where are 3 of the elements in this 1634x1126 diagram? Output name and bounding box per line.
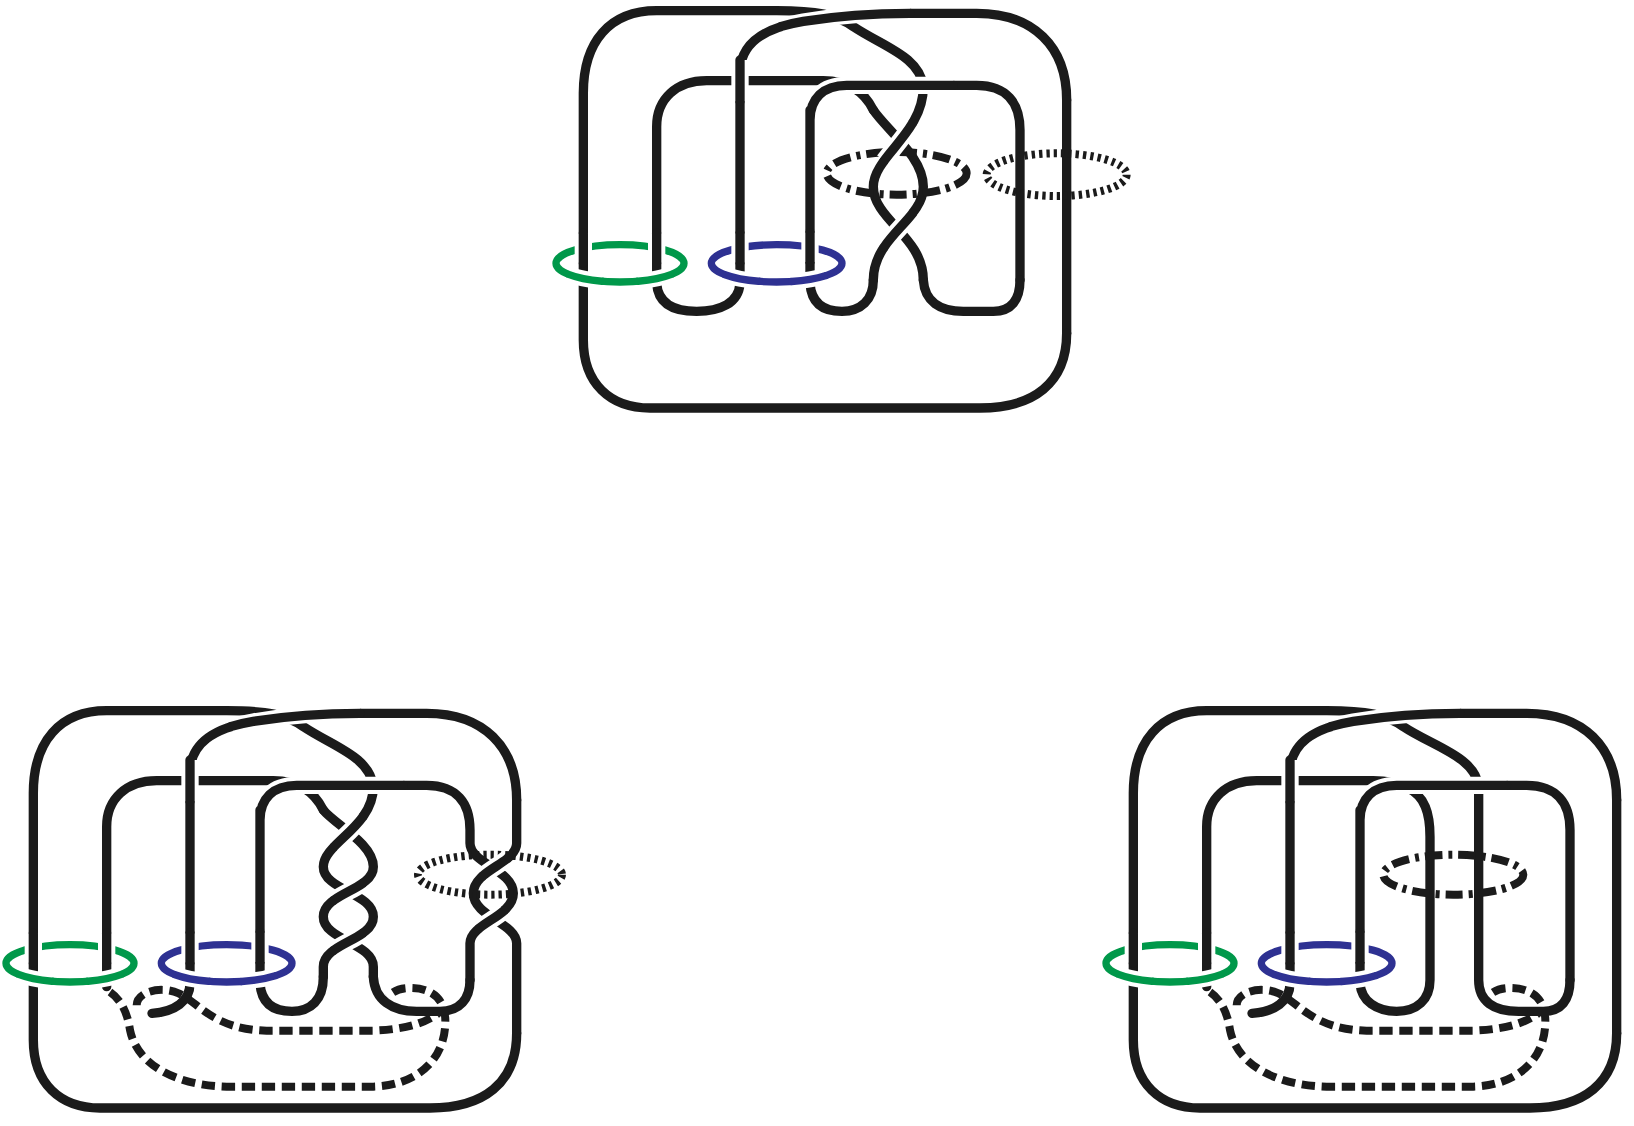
link-diagram-drawing: [552, 5, 1131, 413]
link-diagram-drawing: [2, 705, 566, 1113]
link-diagram-drawing: [1102, 705, 1622, 1113]
